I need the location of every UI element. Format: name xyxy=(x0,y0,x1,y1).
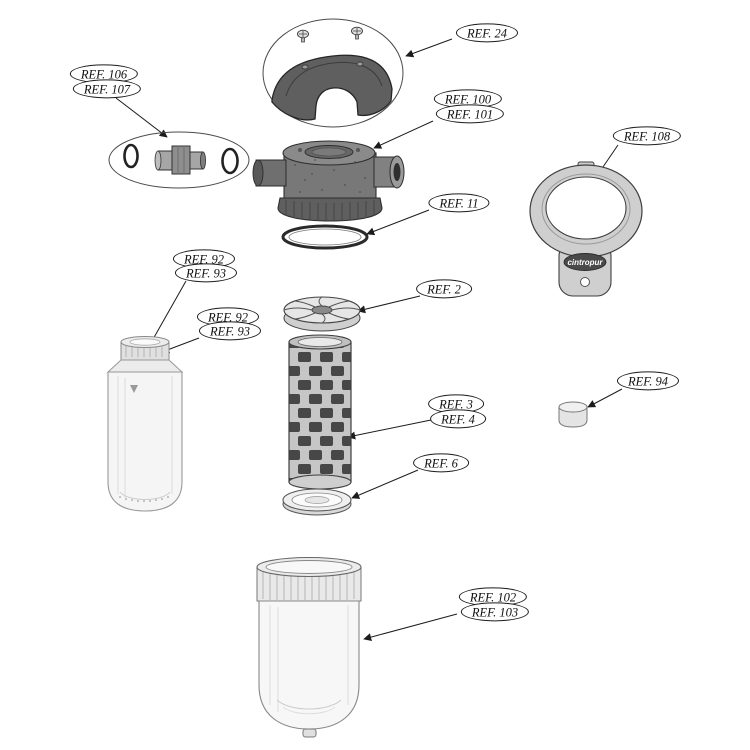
ref-label-100: REF. 100 xyxy=(433,89,503,109)
ref-label-4: REF. 4 xyxy=(430,409,486,429)
detail-bubble-bracket xyxy=(262,18,404,128)
wrench-brand-text: cintropur xyxy=(567,258,603,267)
ref-label-94: REF. 94 xyxy=(616,371,680,391)
connector-fitting-group xyxy=(108,131,250,189)
wrench-handle-hole xyxy=(580,277,590,287)
ref-label-101: REF. 101 xyxy=(435,104,505,124)
cap-center-hole xyxy=(311,305,333,315)
mounting-bracket xyxy=(271,54,393,121)
arrow-ref-24 xyxy=(405,38,453,58)
ref-label-2: REF. 2 xyxy=(416,279,472,299)
bowl-wrench: cintropur xyxy=(529,161,643,297)
arrow-ref-6 xyxy=(351,469,419,499)
filter-screen-cartridge xyxy=(288,334,352,490)
bracket-screw-hole xyxy=(356,61,364,67)
small-bowl-dots xyxy=(119,496,169,502)
screw-icon xyxy=(297,29,309,43)
ref-label-6: REF. 6 xyxy=(413,453,469,473)
ref-label-11: REF. 11 xyxy=(428,193,490,213)
ref-label-24: REF. 24 xyxy=(455,23,519,43)
arrow-ref-2 xyxy=(357,295,421,314)
bracket-screw-hole xyxy=(301,64,309,70)
ref-label-103: REF. 103 xyxy=(460,602,530,622)
cartridge-bottom-disc xyxy=(282,488,352,516)
ref-label-108: REF. 108 xyxy=(612,126,682,146)
head-o-ring-seal xyxy=(281,224,369,250)
arrow-ref-3-4 xyxy=(347,419,432,440)
ref-label-93b: REF. 93 xyxy=(198,321,262,341)
detail-bubble-fitting xyxy=(108,131,250,189)
arrow-ref-94 xyxy=(587,388,623,408)
small-filter-bowl xyxy=(106,336,184,512)
large-filter-bowl xyxy=(256,556,362,738)
cartridge-top-cap xyxy=(283,296,361,332)
o-ring-icon xyxy=(123,143,139,169)
large-bowl-drain-nub xyxy=(302,728,317,738)
cap-vanes xyxy=(283,296,361,324)
large-bowl-body xyxy=(258,600,360,730)
arrow-ref-100-101 xyxy=(373,120,434,149)
small-bowl-shoulder xyxy=(106,359,184,373)
mounting-bracket-group xyxy=(262,18,404,128)
screw-icon xyxy=(351,26,363,40)
ref-label-106: REF. 106 xyxy=(69,64,139,84)
arrow-ref-11 xyxy=(366,209,430,236)
wrench-brand-badge xyxy=(563,253,607,271)
o-ring-icon xyxy=(221,147,239,175)
head-speckle-texture xyxy=(294,157,366,193)
head-thread-collar xyxy=(277,197,383,222)
ref-label-107: REF. 107 xyxy=(72,79,142,99)
connector-fitting xyxy=(154,145,206,175)
ref-label-93a: REF. 93 xyxy=(174,263,238,283)
small-bowl-body xyxy=(107,371,183,512)
arrow-ref-102-103 xyxy=(363,613,458,641)
filter-head xyxy=(252,140,405,222)
arrow-ref-106-107 xyxy=(115,97,168,138)
leader-lines xyxy=(115,38,623,641)
small-bowl-mark xyxy=(130,385,138,393)
small-cap xyxy=(558,401,588,428)
